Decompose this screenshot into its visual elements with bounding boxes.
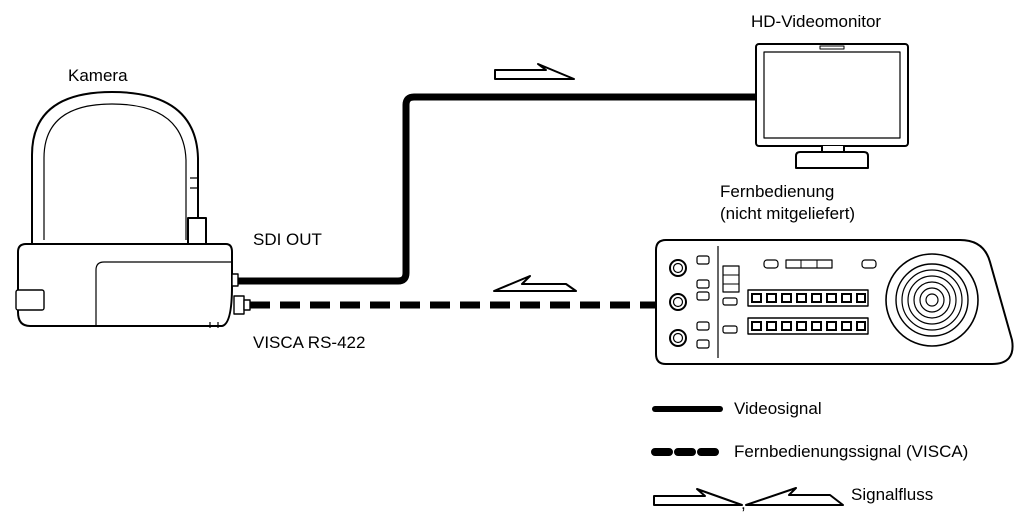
legend-flow-label: Signalfluss xyxy=(851,485,934,504)
visca-label: VISCA RS-422 xyxy=(253,333,366,352)
arrow-bidirectional-icon xyxy=(493,275,577,292)
camera-icon xyxy=(15,91,251,328)
camera-label: Kamera xyxy=(68,66,128,85)
legend-remote-label: Fernbedienungssignal (VISCA) xyxy=(734,442,969,461)
legend-arrow-right-icon xyxy=(653,488,743,506)
legend-separator: , xyxy=(741,494,746,513)
arrow-right-icon xyxy=(494,63,575,80)
remote-controller-icon xyxy=(655,239,1014,365)
monitor-icon xyxy=(755,43,909,169)
video-cable xyxy=(238,93,756,285)
monitor-label: HD-Videomonitor xyxy=(751,12,882,31)
remote-label-line1: Fernbedienung xyxy=(720,182,835,201)
remote-label-line2: (nicht mitgeliefert) xyxy=(720,204,856,223)
sdi-out-label: SDI OUT xyxy=(253,230,322,249)
legend-arrow-bidirectional-icon xyxy=(745,487,844,506)
legend-video-label: Videosignal xyxy=(734,399,822,418)
